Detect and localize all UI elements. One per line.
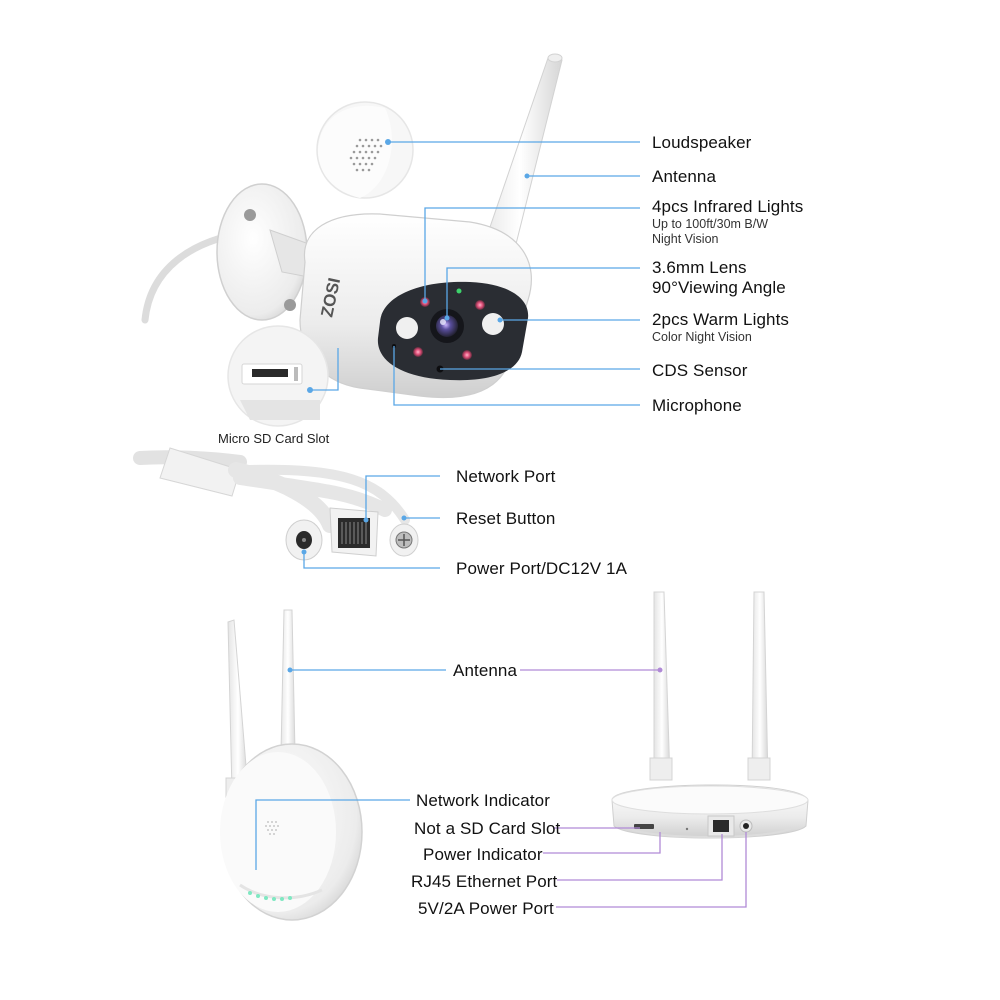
label-network-port: Network Port — [456, 467, 556, 486]
cable-leader-lines — [303, 475, 440, 569]
reset-button-connector — [389, 523, 419, 557]
camera-illustration: ZOSI — [141, 53, 563, 399]
label-warm-lights: 2pcs Warm Lights — [652, 310, 790, 329]
label-microphone: Microphone — [652, 396, 742, 415]
label-viewing-angle: 90°Viewing Angle — [652, 278, 786, 297]
rj45-port — [713, 820, 729, 832]
warm-light-right — [482, 313, 504, 335]
cable-illustration — [133, 447, 419, 561]
network-port-connector — [329, 507, 379, 557]
label-loudspeaker: Loudspeaker — [652, 133, 752, 152]
loudspeaker-inset — [316, 101, 414, 199]
camera-leader-lines — [310, 141, 640, 406]
label-infrared-range: Up to 100ft/30m B/W — [652, 217, 769, 231]
label-cds-sensor: CDS Sensor — [652, 361, 748, 380]
power-port-connector — [285, 519, 323, 561]
label-power-indicator: Power Indicator — [423, 845, 543, 864]
router-front-illustration — [220, 609, 363, 921]
label-rj45: RJ45 Ethernet Port — [411, 872, 558, 891]
label-lens: 3.6mm Lens — [652, 258, 747, 277]
label-router-power-port: 5V/2A Power Port — [418, 899, 554, 918]
label-not-sd-slot: Not a SD Card Slot — [414, 819, 561, 838]
ir-led — [462, 350, 472, 360]
label-power-port: Power Port/DC12V 1A — [456, 559, 628, 578]
router-status-leds — [248, 891, 292, 901]
ir-led — [475, 300, 485, 310]
sd-slot-inset — [227, 325, 329, 427]
label-micro-sd: Micro SD Card Slot — [218, 431, 330, 446]
label-camera-antenna: Antenna — [652, 167, 717, 186]
power-indicator-led — [685, 827, 689, 831]
label-reset-button: Reset Button — [456, 509, 556, 528]
router-back-illustration — [611, 591, 809, 839]
label-infrared-lights: 4pcs Infrared Lights — [652, 197, 804, 216]
warm-light-left — [396, 317, 418, 339]
ir-led — [413, 347, 423, 357]
label-color-night: Color Night Vision — [652, 330, 752, 344]
router-leader-lines — [255, 669, 747, 908]
label-infrared-night: Night Vision — [652, 232, 719, 246]
label-network-indicator: Network Indicator — [416, 791, 550, 810]
power-jack — [743, 823, 749, 829]
label-router-antenna: Antenna — [453, 661, 518, 680]
